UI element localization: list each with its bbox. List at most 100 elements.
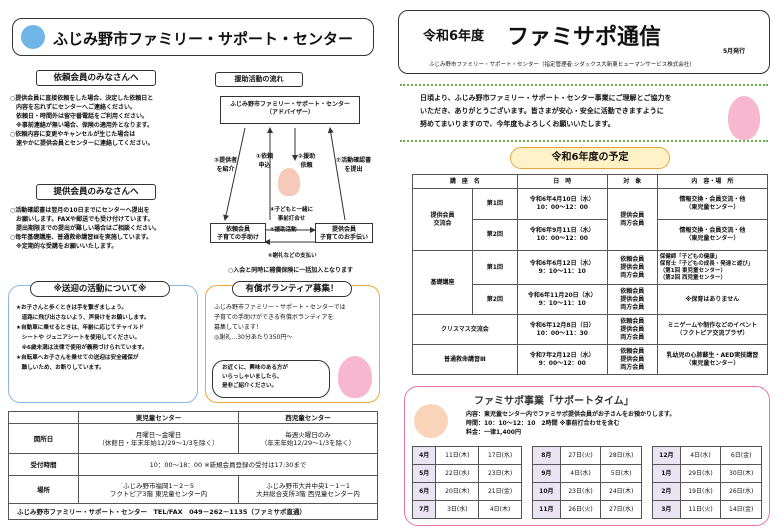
support-date: 27日(水) (600, 500, 642, 519)
provide-line: ○活動確認書は翌月の10日までにセンターへ提出を (10, 207, 150, 214)
sched-no: 第1回 (472, 250, 518, 285)
flow-step-2: ②援助 依頼 (298, 153, 316, 169)
transport-line: ★自転車へお子さんを乗せての送迎は安全確保が (16, 355, 139, 361)
flow-step-6: ⑥謝礼などの支払い (268, 253, 317, 259)
sched-content: 保健師「子どもの健康」 保育士「子どもの成長・発達と遊び」 （第1回 東児童セン… (656, 250, 769, 285)
flow-arrows (223, 127, 346, 245)
support-month: 8月 (532, 446, 561, 465)
schedule-table: 講 座 名 日 時 対 象 内 容・場 所 提供会員 交流会 第1回 令和6年4… (412, 174, 769, 375)
sched-datetime: 令和6年11月20日（水） 9：10～11：10 (516, 284, 608, 315)
provider-box: 提供会員 子育てのお手伝い (315, 223, 373, 243)
info-west-location: ふじみ野市大井中央1－1－1 大井総合支所3階 西児童センター内 (238, 475, 378, 504)
support-date: 27日(火) (559, 446, 602, 465)
org-line: ふじみ野市ファミリー・サポート・センター（指定管理者:シダックス大新東ヒューマン… (429, 62, 695, 68)
support-month: 9月 (532, 464, 561, 483)
sched-datetime: 令和7年2月12日（水） 9：00～12：00 (516, 344, 608, 375)
greeting-line: いただき、ありがとうございます。皆さまが安心・安全に活動できますように (420, 107, 664, 115)
flow-step-4: ④子どもと一緒に 事前打合せ (270, 207, 314, 222)
sched-target: 依頼会員 提供会員 両方会員 (606, 284, 658, 315)
volunteer-line: 募集しています！ (214, 324, 262, 331)
support-month: 6月 (411, 482, 437, 501)
sched-name-cpr: 普通救命講習Ⅲ (412, 344, 518, 375)
sched-target: 依頼会員 提供会員 両方会員 (606, 344, 658, 375)
transport-text: ★お子さんと歩くときは手を繋ぎましょう。 道路に飛び出さないよう、声掛けをお願い… (16, 303, 196, 373)
support-month: 2月 (652, 482, 681, 501)
support-date: 23日(木) (478, 464, 522, 483)
support-month: 10月 (532, 482, 561, 501)
support-date: 4日(水) (679, 446, 722, 465)
org-title: ふじみ野市ファミリー・サポート・センター (53, 30, 354, 48)
support-date: 4日(木) (478, 500, 522, 519)
volunteer-line: 子育ての手助けができる有償ボランティアを (214, 314, 334, 321)
volunteer-line: ◎謝礼…30分あたり350円～ (214, 334, 293, 341)
support-time-box (404, 386, 770, 526)
sched-header-course: 講 座 名 (412, 174, 518, 189)
request-line: ○依頼内容に変更やキャンセルが生じた場合は (10, 131, 136, 138)
volunteer-line: ふじみ野市ファミリー・サポート・センターでは (214, 304, 346, 311)
bubble-line: 是非ご紹介ください。 (222, 383, 278, 389)
sched-name-basic: 基礎講座 (412, 250, 473, 315)
support-date: 11日(火) (679, 500, 722, 519)
greeting-text: 日頃より、ふじみ野市ファミリー・サポート・センター事業にご理解とご協力をいただき… (420, 92, 720, 131)
sched-datetime: 令和6年12月8日（日） 10：00～11：30 (516, 314, 608, 345)
request-line: 内容を忘れずにセンターへご連絡ください。 (10, 104, 137, 111)
sched-target: 依頼会員 提供会員 両方会員 (606, 314, 658, 345)
flow-step-1: ①依頼 申込 (256, 153, 274, 169)
request-line: 依頼日・時間外は留守番電話をご利用ください。 (10, 113, 149, 120)
transport-line: ★自動車に乗せるときは、年齢に応じてチャイルド (16, 325, 145, 331)
requester-box: 依頼会員 子育ての手助け (210, 223, 266, 243)
support-date: 24日(木) (600, 482, 642, 501)
transport-line: ★お子さんと歩くときは手を繋ぎましょう。 (16, 305, 127, 311)
support-time-text: 内容：東児童センター内でファミサポ提供会員がお子さんをお預かりします。時間：10… (466, 410, 766, 437)
support-date: 26日(水) (720, 482, 762, 501)
newsletter-header: 令和6年度 ファミサポ通信 5月発行 ふじみ野市ファミリー・サポート・センター（… (398, 10, 770, 74)
transport-line: シートや ジュニアシートを使用してください。 (16, 335, 141, 341)
mascot-icon (338, 356, 372, 398)
transport-heading: ※送迎の活動について※ (30, 281, 170, 297)
support-date: 3日(水) (435, 500, 480, 519)
request-text: ○提供会員に直接依頼をした場合、決定した依頼日と 内容を忘れずにセンターへご連絡… (10, 94, 205, 148)
left-header: ふじみ野市ファミリー・サポート・センター (12, 18, 374, 56)
sched-header-target: 対 象 (606, 174, 658, 189)
support-date: 21日(金) (478, 482, 522, 501)
support-date: 5日(木) (600, 464, 642, 483)
support-date: 4日(水) (559, 464, 602, 483)
sched-datetime: 令和6年6月12日（水） 9：10～11：10 (516, 250, 608, 285)
volunteer-heading: 有償ボランティア募集！ (232, 281, 352, 297)
info-east-open: 月曜日～金曜日 （休館日・年末年始12/29～1/3を除く） (77, 423, 240, 454)
transport-line: ※6歳未満は法律で使用が義務づけられています。 (16, 345, 148, 351)
flow-step-7: ⑦活動確認書 を提出 (336, 157, 372, 173)
info-label-location: 場所 (8, 475, 79, 504)
logo-icon (21, 25, 45, 49)
support-line: 内容：東児童センター内でファミサポ提供会員がお子さんをお預かりします。 (466, 411, 676, 418)
support-line: 時間：10：10～12：10 2時間 ※事前打合わせを含む (466, 420, 620, 427)
support-date: 28日(水) (600, 446, 642, 465)
support-date: 29日(水) (679, 464, 722, 483)
flow-center-box: ふじみ野市ファミリー・サポート・センター （アドバイザー） (220, 96, 360, 124)
support-month: 7月 (411, 500, 437, 519)
sched-header-content: 内 容・場 所 (656, 174, 769, 189)
support-date: 17日(水) (478, 446, 522, 465)
support-date: 11日(木) (435, 446, 480, 465)
support-month: 11月 (532, 500, 561, 519)
support-month: 3月 (652, 500, 681, 519)
divider-mid (400, 140, 768, 142)
support-date: 20日(木) (435, 482, 480, 501)
provide-line: ※定期的な受講をお願いいたします。 (10, 243, 118, 250)
sched-name-exchange: 提供会員 交流会 (412, 188, 473, 251)
support-month: 5月 (411, 464, 437, 483)
info-hours: 10：00～18：00 ※新規会員登録の受付は17:30まで (78, 453, 378, 476)
sched-target: 依頼会員 提供会員 両方会員 (606, 250, 658, 285)
sched-content: 情報交換・会員交流・他 （東児童センター） (656, 219, 769, 251)
bubble-line: いらっしゃいましたら、 (222, 374, 283, 380)
parent-child-illustration-icon (278, 168, 300, 196)
support-time-title: ファミサポ事業「サポートタイム」 (474, 396, 634, 407)
sched-content: ミニゲームや制作などのイベント （フクトピア交流プラザ） (656, 314, 769, 345)
support-date: 19日(水) (679, 482, 722, 501)
support-month: 4月 (411, 446, 437, 465)
info-west-open: 毎週火曜日のみ （年末年始12/29～1/3を除く） (238, 423, 378, 454)
request-line: ※事前連絡が無い場合、保険の適用外となります。 (10, 122, 154, 129)
